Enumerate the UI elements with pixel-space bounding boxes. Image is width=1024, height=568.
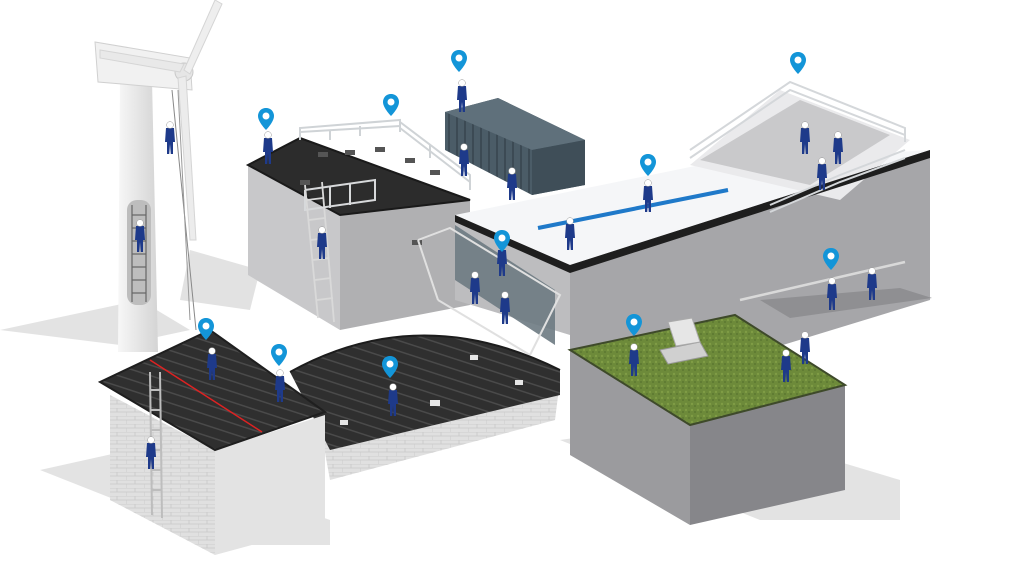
worker-figure <box>629 343 639 376</box>
guardrail <box>299 118 471 190</box>
wind-turbine <box>94 0 223 352</box>
location-pin-icon[interactable] <box>626 314 642 336</box>
worker-figure <box>263 131 273 164</box>
worker-figure <box>165 121 175 154</box>
worker-figure <box>470 271 480 304</box>
worker-figure <box>833 131 843 164</box>
worker-figure <box>317 226 327 259</box>
worker-figure <box>507 167 517 200</box>
wall-ladder <box>304 181 335 323</box>
green-roof-building <box>567 313 848 525</box>
flat-roof-dark <box>248 138 470 215</box>
location-pin-icon[interactable] <box>451 50 467 72</box>
location-pin-icon[interactable] <box>823 248 839 270</box>
worker-figure <box>800 331 810 364</box>
rescue-rope <box>177 89 191 321</box>
worker-figure <box>207 347 217 380</box>
location-pin-icon[interactable] <box>258 108 274 130</box>
worker-figure <box>135 219 145 252</box>
turbine-blade <box>99 49 185 73</box>
glazed-facade <box>455 225 555 345</box>
worker-figure <box>565 217 575 250</box>
arched-roof-building <box>289 334 561 480</box>
worker-figure <box>643 179 653 212</box>
worker-figure <box>800 121 810 154</box>
location-pin-icon[interactable] <box>640 154 656 176</box>
balcony-ledge <box>760 288 932 318</box>
location-pin-icon[interactable] <box>494 230 510 252</box>
location-pin-icon[interactable] <box>790 52 806 74</box>
worker-figure <box>459 143 469 176</box>
turbine-blade <box>183 0 223 75</box>
location-pins-group <box>198 50 839 378</box>
pitched-roof <box>100 330 325 450</box>
worker-figure <box>457 79 467 112</box>
worker-figure <box>867 267 877 300</box>
green-roof <box>570 315 845 425</box>
location-pin-icon[interactable] <box>271 344 287 366</box>
worker-figure <box>827 277 837 310</box>
roof-anchors <box>340 355 523 425</box>
location-pin-icon[interactable] <box>198 318 214 340</box>
workers-group <box>135 79 877 469</box>
guardrail <box>689 80 906 213</box>
red-lifeline <box>149 359 263 433</box>
wall-rail <box>739 260 906 302</box>
worker-figure <box>146 436 156 469</box>
worker-figure <box>275 369 285 402</box>
barrel-roof <box>290 335 560 450</box>
worker-figure <box>388 383 398 416</box>
location-pin-icon[interactable] <box>382 356 398 378</box>
location-pin-icon[interactable] <box>383 94 399 116</box>
worker-figure <box>781 349 791 382</box>
counterweight-blocks <box>300 147 440 245</box>
roof-hatch <box>659 317 709 365</box>
worker-figure <box>817 157 827 190</box>
shipping-container <box>445 98 585 195</box>
turbine-door-opening <box>127 200 151 305</box>
small-brick-building <box>97 328 328 555</box>
hatch-guardrail <box>304 178 376 212</box>
turbine-blade <box>177 75 197 241</box>
worker-figure <box>500 291 510 324</box>
